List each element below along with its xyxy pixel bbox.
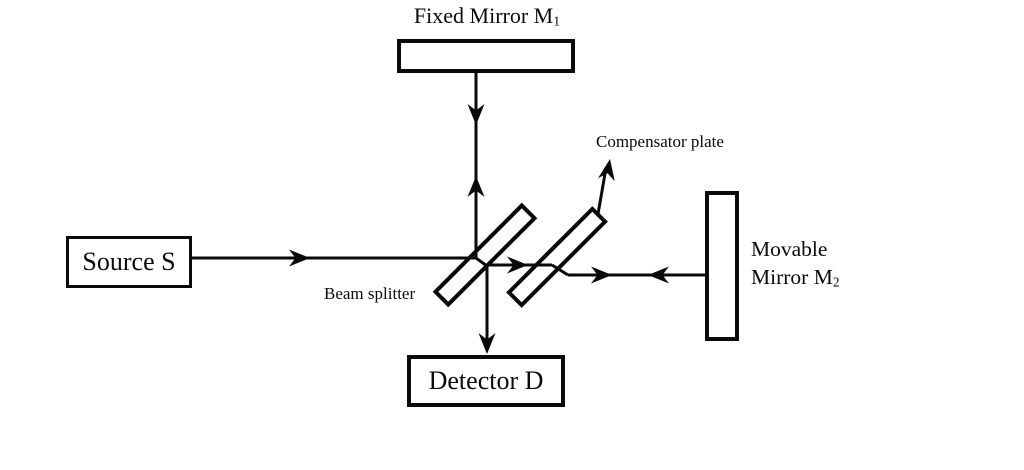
movable-mirror-label: Movable Mirror M2 bbox=[751, 235, 839, 296]
detector-box: Detector D bbox=[407, 355, 565, 407]
arrow-to-movable-mirror bbox=[591, 266, 612, 284]
movable-mirror-shape bbox=[705, 191, 739, 341]
beam-jog-inside-splitter bbox=[475, 256, 488, 268]
beam-splitter-label: Beam splitter bbox=[324, 284, 416, 303]
fixed-mirror-subscript: 1 bbox=[553, 13, 561, 29]
beam-splitter-shape bbox=[432, 202, 538, 308]
arrow-down-from-fixed-mirror bbox=[467, 104, 485, 125]
compensator-plate-shape bbox=[506, 206, 608, 308]
fixed-mirror-shape bbox=[397, 39, 575, 73]
compensator-plate-label: Compensator plate bbox=[596, 132, 724, 151]
detector-label: Detector D bbox=[428, 366, 544, 395]
arrow-splitter-to-compensator bbox=[507, 256, 528, 274]
movable-mirror-label-line2: Mirror M2 bbox=[751, 263, 839, 296]
arrow-back-from-movable-mirror bbox=[648, 266, 669, 284]
arrow-up-to-fixed-mirror bbox=[467, 176, 485, 197]
beam-jog-inside-compensator bbox=[551, 263, 569, 277]
compensator-leader-line bbox=[596, 167, 608, 215]
arrow-compensator-leader bbox=[597, 159, 615, 182]
arrow-source-to-splitter bbox=[289, 249, 310, 267]
source-box: Source S bbox=[66, 236, 192, 288]
arrow-into-detector bbox=[478, 333, 496, 354]
fixed-mirror-label-text: Fixed Mirror M bbox=[413, 3, 554, 28]
fixed-mirror-label: Fixed Mirror M1 bbox=[400, 3, 574, 29]
movable-mirror-label-line1: Movable bbox=[751, 237, 828, 261]
movable-mirror-label-text: Mirror M bbox=[751, 265, 833, 289]
source-label: Source S bbox=[82, 247, 176, 276]
movable-mirror-subscript: 2 bbox=[832, 274, 840, 290]
